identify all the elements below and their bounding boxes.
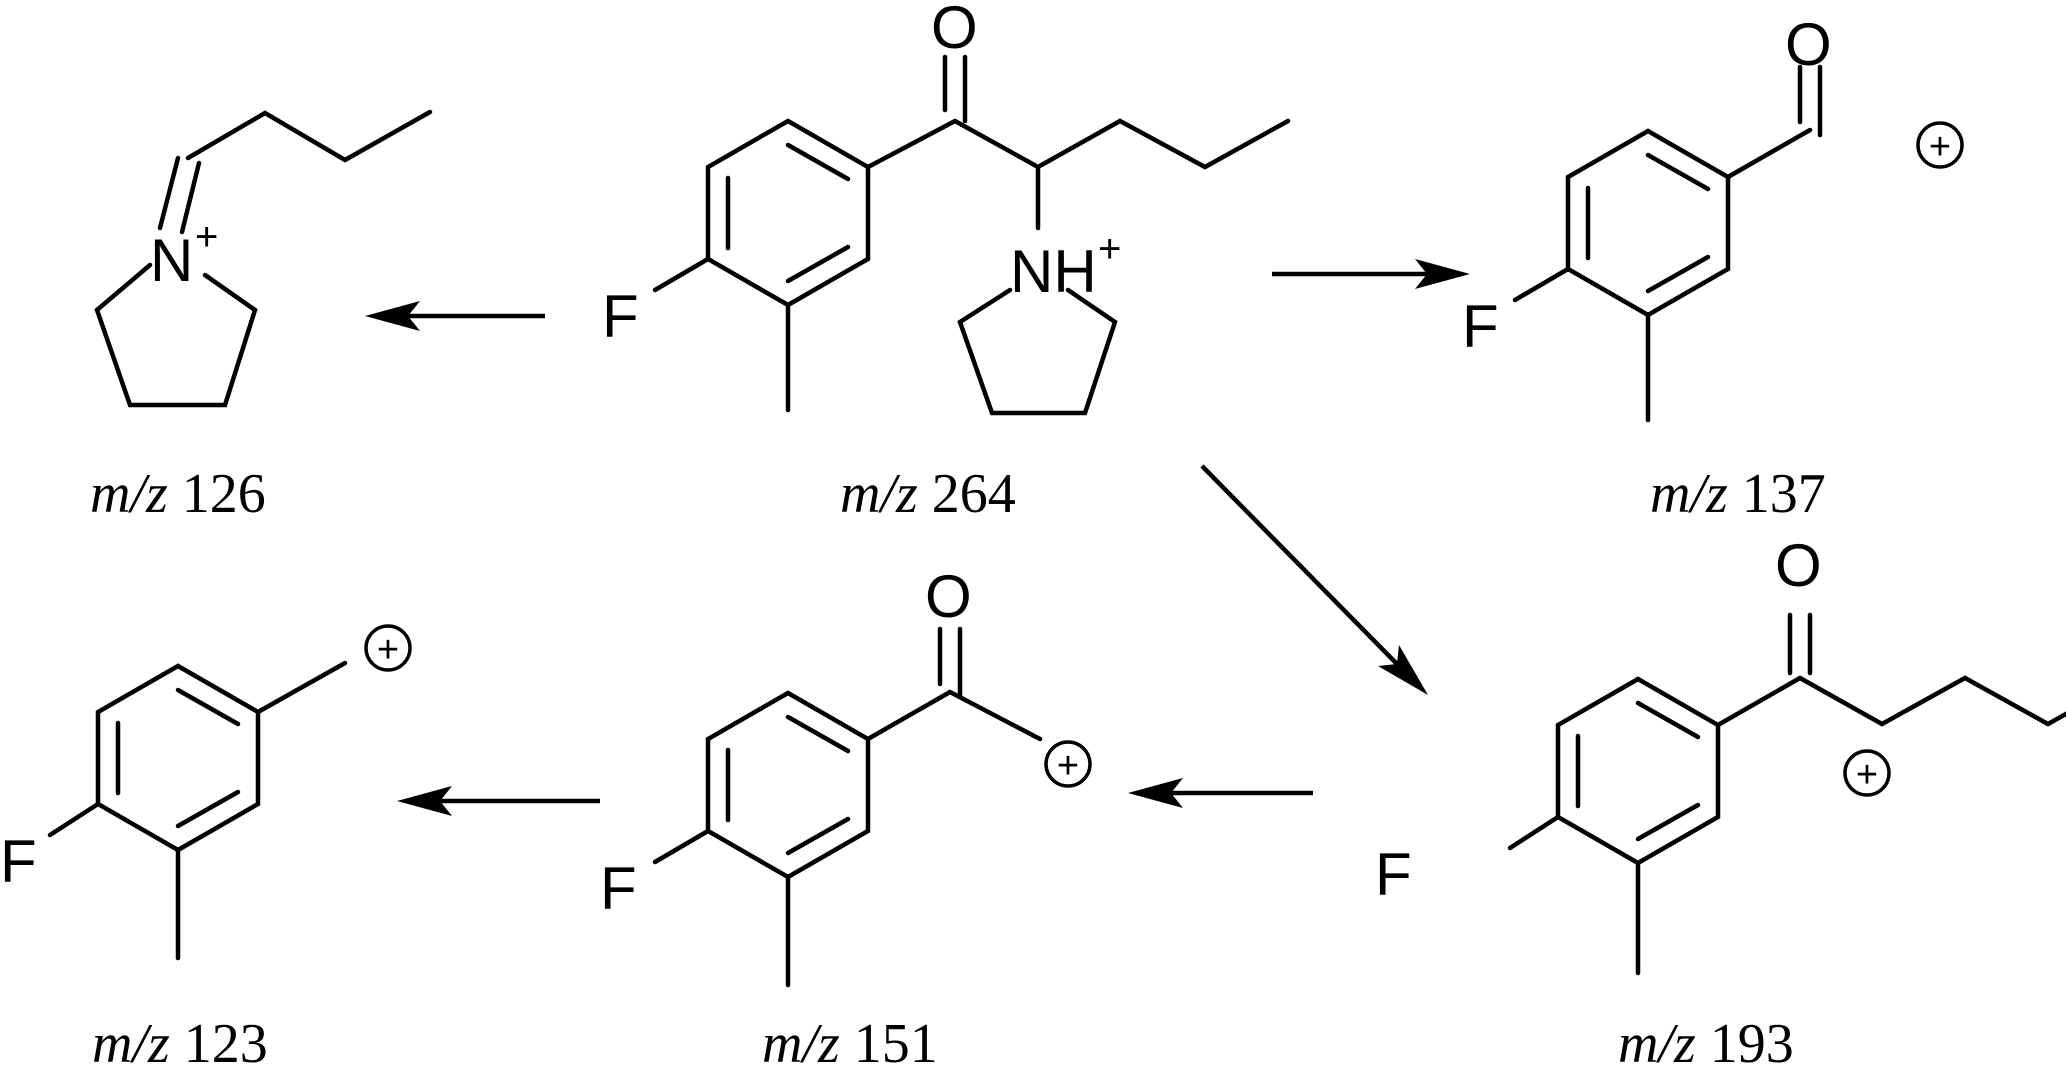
structure-iminium-126: N + (94, 109, 433, 408)
charge-circle-plus (1916, 121, 1964, 169)
structure-parent-264: F O NH + (602, 0, 1291, 416)
charge-circle-plus (364, 624, 412, 672)
structure-aryl-123: F + (0, 624, 412, 961)
svg-text:+: + (377, 629, 399, 671)
mz-label-123: m/z 123 (92, 1013, 268, 1068)
structure-acyl-193: F O + (1375, 532, 2066, 976)
atom-fluorine: F (1462, 293, 1499, 360)
structure-acylium-151: F O + (600, 563, 1092, 988)
structure-acylium-137: F O + (1462, 11, 1964, 423)
atom-oxygen: O (1775, 532, 1822, 599)
arrow-to-137 (1272, 259, 1470, 289)
arrow-to-151 (1128, 778, 1313, 808)
mz-label-126: m/z 126 (90, 463, 266, 525)
atom-fluorine: F (600, 855, 637, 922)
svg-text:+: + (1929, 126, 1951, 168)
charge-plus: + (1098, 227, 1121, 271)
atom-fluorine: F (0, 828, 37, 895)
atom-oxygen: O (1785, 11, 1832, 78)
atom-fluorine: F (602, 283, 639, 350)
arrow-to-126 (365, 301, 545, 331)
mz-label-137: m/z 137 (1650, 463, 1826, 525)
atom-nitrogen: N (150, 227, 193, 294)
charge-circle-plus (1044, 740, 1092, 788)
svg-text:+: + (1057, 745, 1079, 787)
svg-text:+: + (1856, 754, 1878, 796)
atom-nh: NH (1010, 238, 1097, 305)
atom-fluorine: F (1375, 841, 1412, 908)
mz-label-193: m/z 193 (1618, 1013, 1794, 1068)
atom-oxygen: O (931, 0, 978, 61)
arrow-to-123 (397, 786, 600, 816)
charge-circle-plus (1843, 749, 1891, 797)
mz-label-264: m/z 264 (840, 463, 1016, 525)
mz-label-151: m/z 151 (762, 1013, 938, 1068)
charge-plus: + (195, 215, 218, 259)
arrow-to-193 (1200, 464, 1428, 695)
atom-oxygen: O (925, 563, 972, 630)
